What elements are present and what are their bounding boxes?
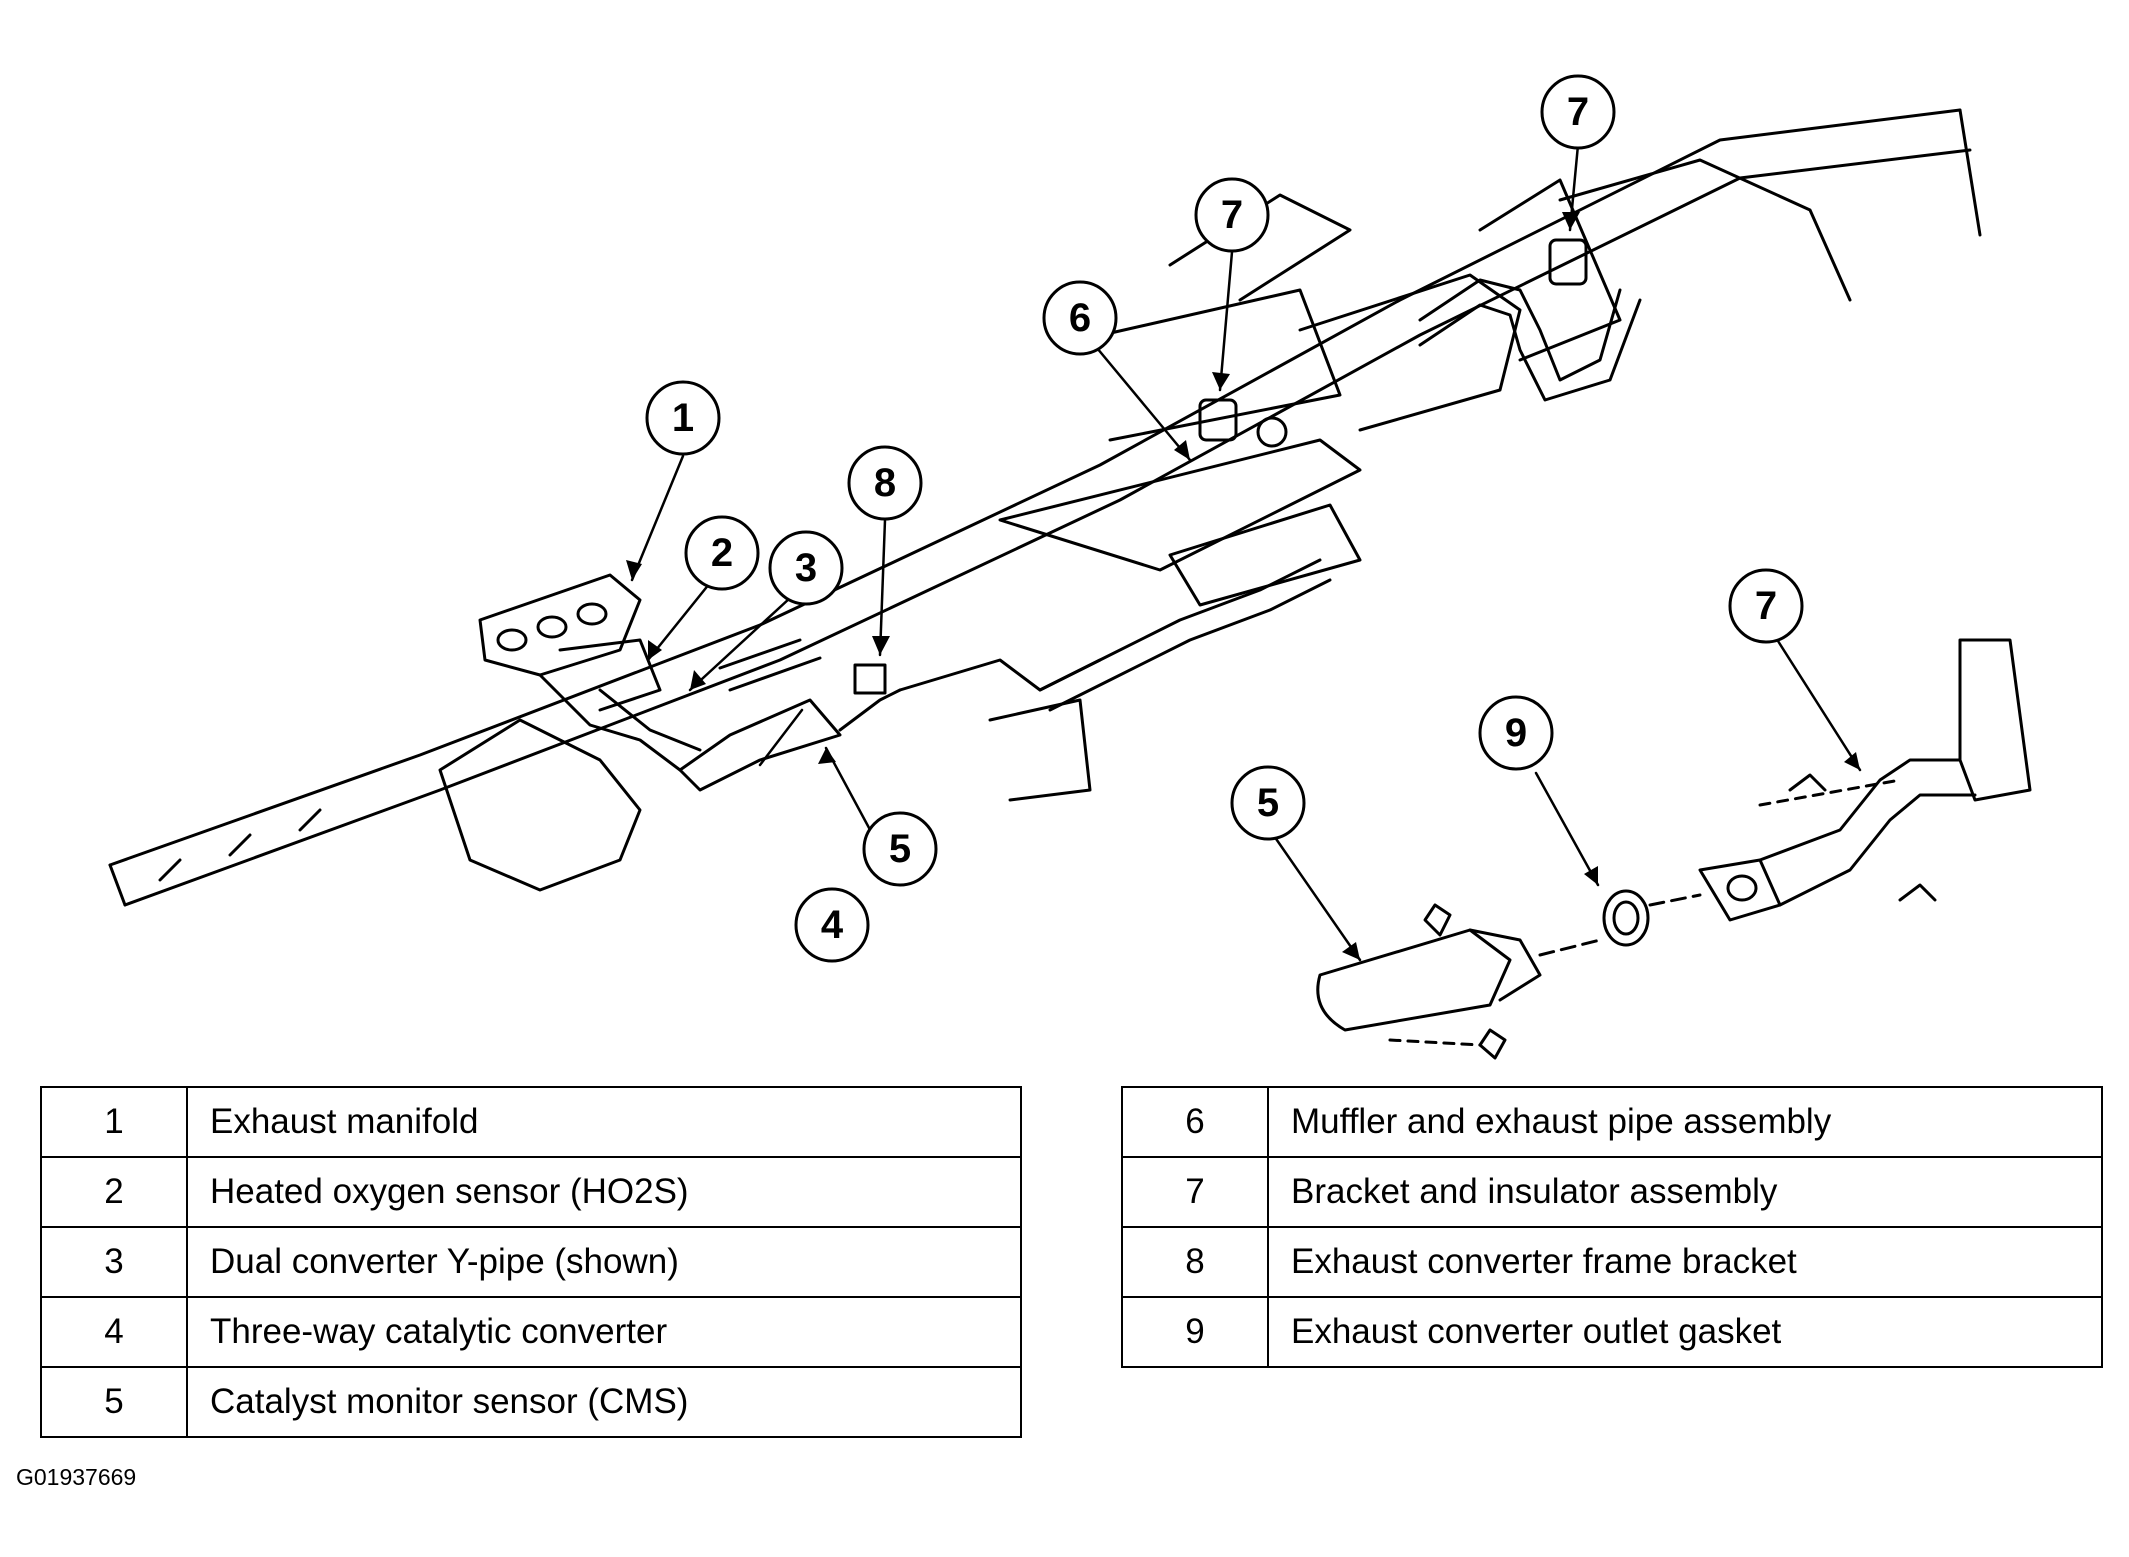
table-row: 6 Muffler and exhaust pipe assembly [1121,1086,2103,1158]
table-row: 5 Catalyst monitor sensor (CMS) [40,1366,1022,1438]
callout-3: 3 [795,546,817,590]
legend-label: Three-way catalytic converter [186,1296,1022,1368]
callout-7: 7 [1755,584,1777,628]
legend-table-left: 1 Exhaust manifold 2 Heated oxygen senso… [40,1086,1022,1438]
vehicle-frame [108,108,1982,907]
callout-4: 4 [821,903,844,947]
tailpipe [1418,278,1642,402]
legend-label: Heated oxygen sensor (HO2S) [186,1156,1022,1228]
outlet-gasket [1602,889,1650,947]
callout-5: 5 [1257,781,1279,825]
figure-id: G01937669 [16,1464,137,1490]
callout-8: 8 [874,461,896,505]
table-row: 8 Exhaust converter frame bracket [1121,1226,2103,1298]
table-row: 3 Dual converter Y-pipe (shown) [40,1226,1022,1298]
front-exhaust-assembly [478,573,1102,792]
callout-2: 2 [711,531,733,575]
legend-number: 8 [1121,1226,1269,1298]
table-row: 9 Exhaust converter outlet gasket [1121,1296,2103,1368]
intermediate-pipe [1038,273,1522,712]
exhaust-system-diagram: 1 2 3 4 5 6 7 7 8 5 9 7 [108,74,2032,1060]
table-row: 1 Exhaust manifold [40,1086,1022,1158]
legend-number: 3 [40,1226,188,1298]
callout-circles [645,74,1804,963]
legend-number: 9 [1121,1296,1269,1368]
table-row: 2 Heated oxygen sensor (HO2S) [40,1156,1022,1228]
table-row: 4 Three-way catalytic converter [40,1296,1022,1368]
callout-7: 7 [1221,193,1243,237]
legend-table-right: 6 Muffler and exhaust pipe assembly 7 Br… [1121,1086,2103,1368]
legend-number: 1 [40,1086,188,1158]
legend-number: 6 [1121,1086,1269,1158]
legend-label: Dual converter Y-pipe (shown) [186,1226,1022,1298]
legend-number: 2 [40,1156,188,1228]
legend-label: Catalyst monitor sensor (CMS) [186,1366,1022,1438]
callout-9: 9 [1505,711,1527,755]
exploded-joint-detail [1316,638,2032,1060]
callout-5: 5 [889,827,911,871]
legend-label: Exhaust converter frame bracket [1267,1226,2103,1298]
legend-label: Exhaust converter outlet gasket [1267,1296,2103,1368]
callout-1: 1 [672,396,694,440]
leader-arrowheads [626,212,1860,960]
hangers [1198,238,1588,448]
callout-6: 6 [1069,296,1091,340]
callout-7: 7 [1567,90,1589,134]
legend-label: Muffler and exhaust pipe assembly [1267,1086,2103,1158]
legend-label: Exhaust manifold [186,1086,1022,1158]
legend-number: 4 [40,1296,188,1368]
table-row: 7 Bracket and insulator assembly [1121,1156,2103,1228]
legend-number: 5 [40,1366,188,1438]
legend-number: 7 [1121,1156,1269,1228]
leader-lines [630,143,1862,962]
legend-label: Bracket and insulator assembly [1267,1156,2103,1228]
